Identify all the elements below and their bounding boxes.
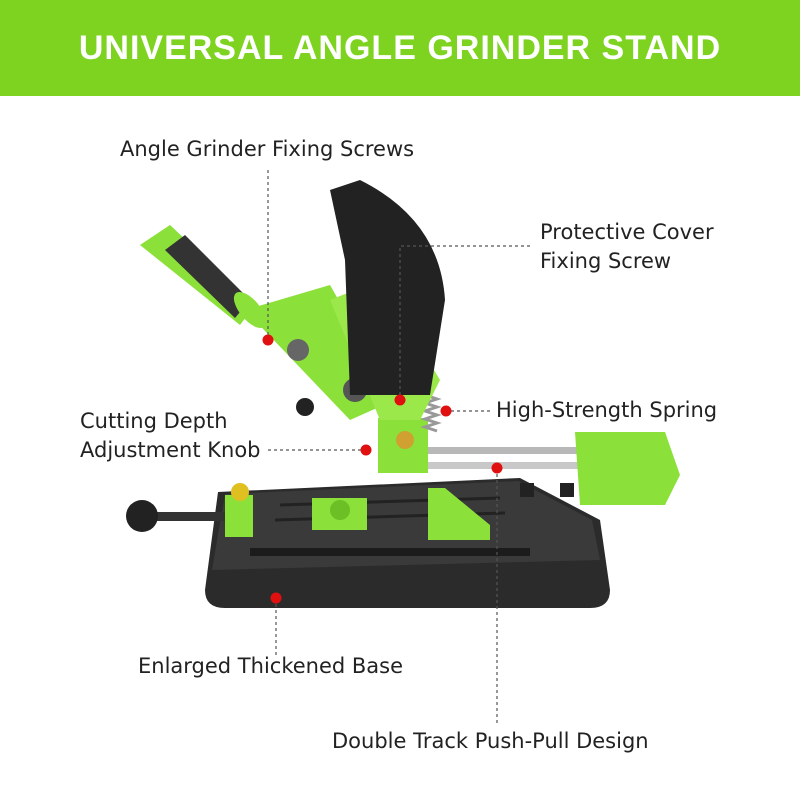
clamp-knob [126,500,158,532]
marker-dot [262,334,274,346]
base-top-surface [212,481,600,570]
marker-dot [491,462,503,474]
track-rail [420,447,595,454]
clamp-screw [150,512,250,521]
pivot-knob [396,431,414,449]
callout-protective-cover: Protective Cover Fixing Screw [540,220,714,273]
base-slot [250,548,530,556]
callout-spring: High-Strength Spring [496,398,718,422]
marker-dot [360,444,372,456]
carriage-bolt [520,483,534,497]
leader-line [399,245,530,400]
page-title: UNIVERSAL ANGLE GRINDER STAND [78,28,722,67]
track-rail [420,462,595,469]
protective-cover [330,180,445,395]
angle-fence [428,488,490,540]
arm-bolt [287,339,309,361]
callout-depth-knob: Cutting Depth Adjustment Knob [80,409,261,462]
marker-dot [270,592,282,604]
title-banner: UNIVERSAL ANGLE GRINDER STAND [0,0,800,96]
handle-grip [165,235,250,318]
carriage-bolt [560,483,574,497]
vise-pin [330,500,350,520]
callout-base: Enlarged Thickened Base [138,654,404,678]
clamp-top-knob [231,483,249,501]
rear-carriage [575,432,680,505]
callout-fixing-screws: Angle Grinder Fixing Screws [120,137,415,161]
spring [420,393,442,433]
clamp-block [225,495,253,537]
depth-adjust-knob [296,398,314,416]
marker-dot [394,394,406,406]
callout-track: Double Track Push-Pull Design [332,729,649,753]
handle-flange [233,291,267,329]
marker-dot [440,405,452,417]
